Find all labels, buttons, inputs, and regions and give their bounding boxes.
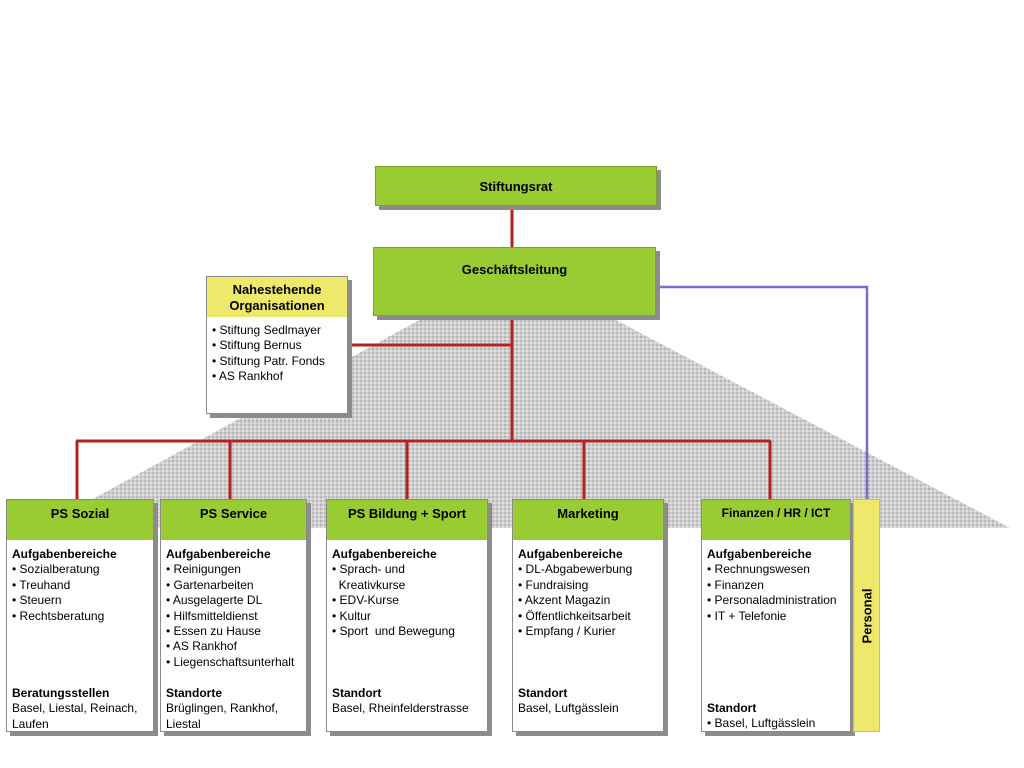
pyramid-background <box>40 318 1010 528</box>
nahestehende-list: • Stiftung Sedlmayer • Stiftung Bernus •… <box>212 323 345 385</box>
dept-title: PS Service <box>161 500 306 540</box>
dept-footer-line: Basel, Liestal, Reinach, <box>12 701 138 716</box>
dept-task-item: • DL-Abgabewerbung <box>518 562 633 577</box>
dept-task-item: • IT + Telefonie <box>707 608 787 623</box>
dept-task-item: • Fundraising <box>518 577 589 592</box>
dept-footer-title: Beratungsstellen <box>12 686 110 700</box>
dept-section-title: Aufgabenbereiche <box>332 547 437 561</box>
personal-label: Personal <box>859 588 874 643</box>
nahestehende-item: • Stiftung Patr. Fonds <box>212 353 325 368</box>
dept-task-item: • Empfang / Kurier <box>518 624 616 639</box>
dept-task-item: • Ausgelagerte DL <box>166 593 263 608</box>
dept-title: Finanzen / HR / ICT <box>702 500 850 540</box>
dept-footer: Standort Basel, Luftgässlein <box>518 686 661 717</box>
nahestehende-item: • Stiftung Sedlmayer <box>212 323 321 337</box>
dept-footer: Beratungsstellen Basel, Liestal, Reinach… <box>12 686 151 732</box>
dept-footer-line: Brüglingen, Rankhof, <box>166 701 279 716</box>
dept-tasks: Aufgabenbereiche • Rechnungswesen • Fina… <box>707 547 848 624</box>
dept-title: PS Sozial <box>7 500 153 540</box>
dept-marketing: Marketing Aufgabenbereiche • DL-Abgabewe… <box>512 499 664 732</box>
dept-footer-title: Standorte <box>166 686 223 700</box>
dept-task-item: • Hilfsmitteldienst <box>166 608 258 623</box>
dept-section-title: Aufgabenbereiche <box>12 547 117 561</box>
dept-task-item: Kreativkurse <box>332 577 406 592</box>
personal-bar: Personal <box>853 499 880 732</box>
dept-footer-title: Standort <box>518 686 568 700</box>
dept-title: PS Bildung + Sport <box>327 500 487 540</box>
dept-task-item: • Finanzen <box>707 577 764 592</box>
dept-footer-line: Liestal <box>166 716 201 731</box>
dept-task-item: • Essen zu Hause <box>166 624 261 639</box>
dept-task-item: • Treuhand <box>12 577 71 592</box>
dept-tasks: Aufgabenbereiche • Sprach- und Kreativku… <box>332 547 485 639</box>
dept-task-item: • Sport und Bewegung <box>332 624 455 639</box>
dept-section-title: Aufgabenbereiche <box>518 547 623 561</box>
dept-task-item: • Rechtsberatung <box>12 608 105 623</box>
nahestehende-title: Nahestehende Organisationen <box>207 277 347 317</box>
dept-task-item: • Personaladministration <box>707 593 837 608</box>
dept-ps-bildung-sport: PS Bildung + Sport Aufgabenbereiche • Sp… <box>326 499 488 732</box>
dept-title: Marketing <box>513 500 663 540</box>
line-gl-personal <box>656 285 869 499</box>
dept-footer-title: Standort <box>707 701 757 715</box>
dept-footer-line: Laufen <box>12 716 49 731</box>
dept-footer: Standorte Brüglingen, Rankhof, Liestal <box>166 686 304 732</box>
dept-footer-title: Standort <box>332 686 382 700</box>
stiftungsrat-label: Stiftungsrat <box>479 178 553 194</box>
dept-section-title: Aufgabenbereiche <box>166 547 271 561</box>
dept-task-item: • Liegenschaftsunterhalt <box>166 654 295 669</box>
dept-task-item: • Reinigungen <box>166 562 241 577</box>
dept-finanzen-hr-ict: Finanzen / HR / ICT Aufgabenbereiche • R… <box>701 499 851 732</box>
stiftungsrat-box: Stiftungsrat <box>375 166 657 206</box>
dept-footer-line: Basel, Luftgässlein <box>518 701 619 716</box>
dept-task-item: • Akzent Magazin <box>518 593 611 608</box>
dept-task-item: • EDV-Kurse <box>332 593 399 608</box>
dept-section-title: Aufgabenbereiche <box>707 547 812 561</box>
nahestehende-item: • AS Rankhof <box>212 369 283 384</box>
geschaeftsleitung-box: Geschäftsleitung <box>373 247 656 316</box>
dept-ps-service: PS Service Aufgabenbereiche • Reinigunge… <box>160 499 307 732</box>
dept-tasks: Aufgabenbereiche • Sozialberatung • Treu… <box>12 547 151 624</box>
dept-footer-line: • Basel, Luftgässlein <box>707 716 816 731</box>
nahestehende-box: Nahestehende Organisationen • Stiftung S… <box>206 276 348 414</box>
geschaeftsleitung-label: Geschäftsleitung <box>461 262 568 277</box>
dept-footer-line: Basel, Rheinfelderstrasse <box>332 701 469 716</box>
dept-footer: Standort Basel, Rheinfelderstrasse <box>332 686 485 717</box>
dept-footer: Standort • Basel, Luftgässlein <box>707 701 848 732</box>
dept-task-item: • Rechnungswesen <box>707 562 810 577</box>
dept-task-item: • Sprach- und <box>332 562 405 577</box>
nahestehende-item: • Stiftung Bernus <box>212 338 302 353</box>
dept-task-item: • Gartenarbeiten <box>166 577 254 592</box>
dept-task-item: • Öffentlichkeitsarbeit <box>518 608 631 623</box>
dept-ps-sozial: PS Sozial Aufgabenbereiche • Sozialberat… <box>6 499 154 732</box>
dept-task-item: • Sozialberatung <box>12 562 100 577</box>
dept-task-item: • AS Rankhof <box>166 639 237 654</box>
dept-tasks: Aufgabenbereiche • DL-Abgabewerbung • Fu… <box>518 547 661 639</box>
dept-task-item: • Kultur <box>332 608 371 623</box>
dept-tasks: Aufgabenbereiche • Reinigungen • Gartena… <box>166 547 304 670</box>
dept-task-item: • Steuern <box>12 593 62 608</box>
